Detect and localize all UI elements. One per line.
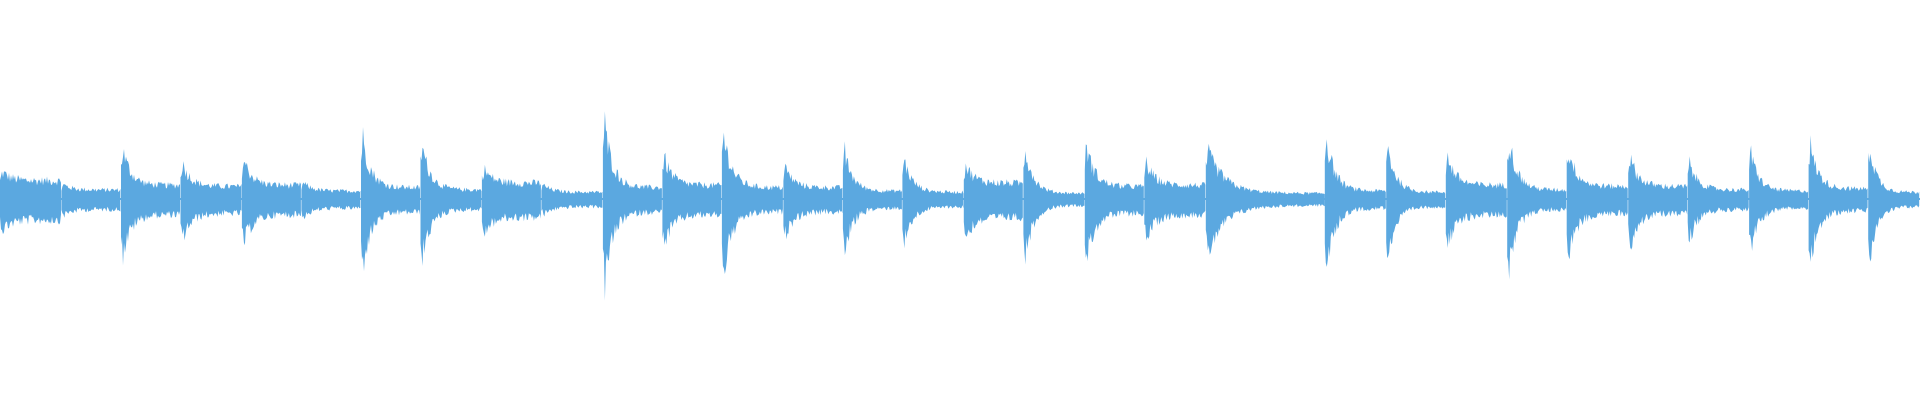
waveform-hit (1386, 146, 1446, 259)
waveform-hit (602, 111, 662, 301)
waveform-hit (420, 147, 482, 266)
waveform-hit (541, 183, 603, 217)
waveform-hit (241, 162, 301, 246)
waveform-hit (783, 163, 843, 240)
waveform-hit (61, 184, 121, 218)
waveform-hit (1566, 159, 1628, 260)
waveform-hit (180, 161, 242, 241)
waveform-baseline (0, 198, 1920, 200)
waveform-hit (1084, 144, 1144, 262)
waveform-hit (963, 163, 1023, 237)
waveform-hit (1628, 154, 1688, 250)
waveform-hit (481, 164, 541, 237)
waveform-hit (1023, 151, 1085, 265)
waveform-hit (301, 182, 361, 220)
waveform-hit (121, 149, 180, 266)
waveform-hit (1324, 139, 1386, 267)
waveform-hit (902, 159, 964, 249)
waveform-hit (721, 132, 783, 274)
waveform-hit (1445, 152, 1507, 248)
waveform-hit (1507, 147, 1567, 280)
waveform-hit (0, 171, 61, 235)
waveform-hit (1868, 152, 1920, 262)
